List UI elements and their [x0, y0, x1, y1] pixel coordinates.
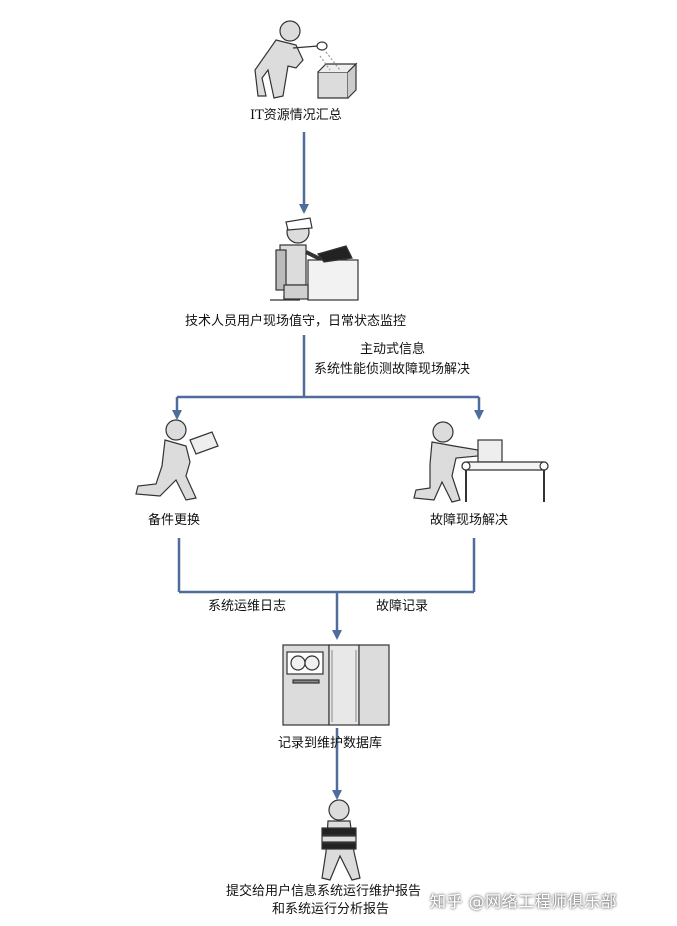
technician-desk-icon — [270, 217, 359, 301]
node-report-line2: 和系统运行分析报告 — [272, 902, 390, 917]
annotation-proactive-2: 系统性能侦测故障现场解决 — [314, 362, 471, 377]
courier-figure-icon — [135, 419, 219, 501]
node-report-line1: 提交给用户信息系统运行维护报告 — [226, 884, 422, 899]
annotation-fault-record: 故障记录 — [376, 599, 429, 614]
inspector-figure-icon — [254, 20, 358, 99]
watermark: 知乎 @网络工程师俱乐部 — [430, 892, 618, 911]
annotation-ops-log: 系统运维日志 — [208, 599, 287, 614]
reporter-figure-icon — [321, 799, 361, 881]
annotation-proactive-1: 主动式信息 — [360, 342, 426, 357]
node-it-summary: IT资源情况汇总 — [250, 108, 342, 123]
database-cabinet-icon — [282, 644, 390, 726]
node-record-db: 记录到维护数据库 — [278, 736, 383, 751]
operator-conveyor-icon — [413, 421, 549, 503]
node-tech-onsite: 技术人员用户现场值守，日常状态监控 — [185, 314, 407, 329]
node-onsite-fix: 故障现场解决 — [430, 513, 509, 528]
node-spare-parts: 备件更换 — [148, 513, 201, 528]
